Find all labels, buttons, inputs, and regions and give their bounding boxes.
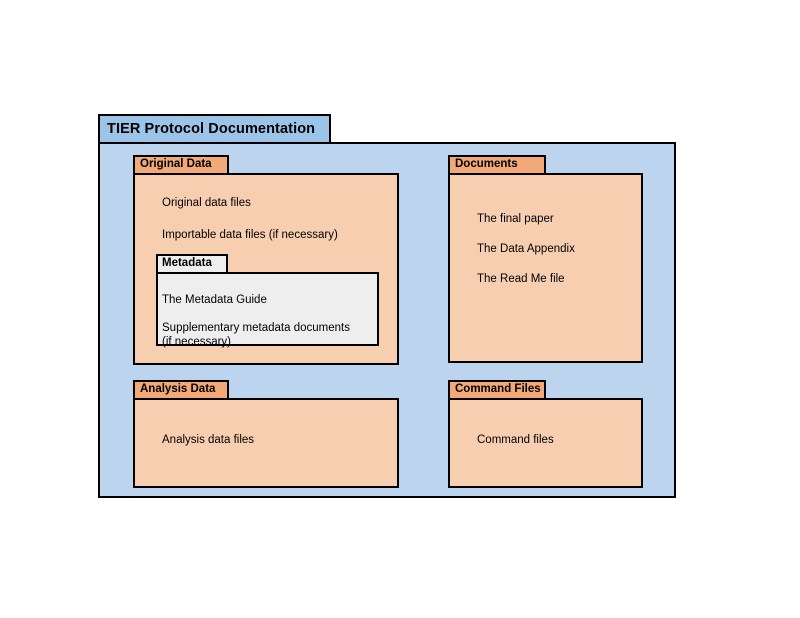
documents-panel: The final paper The Data Appendix The Re… [448, 173, 643, 363]
command-files-tab-label: Command Files [455, 383, 541, 396]
analysis-data-tab-label: Analysis Data [140, 383, 216, 396]
list-item: The Read Me file [477, 273, 565, 285]
tier-protocol-title-tab: TIER Protocol Documentation [98, 114, 331, 144]
analysis-data-tab: Analysis Data [133, 380, 229, 400]
list-item: Supplementary metadata documents (if nec… [162, 322, 350, 348]
list-item: Command files [477, 434, 554, 446]
list-item: Analysis data files [162, 434, 255, 446]
command-files-panel: Command files [448, 398, 643, 488]
list-item: The Data Appendix [477, 243, 575, 255]
metadata-panel: The Metadata Guide Supplementary metadat… [156, 272, 379, 348]
metadata-tab: Metadata [156, 254, 228, 274]
list-item: Importable data files (if necessary) [162, 229, 338, 241]
original-data-tab: Original Data [133, 155, 229, 175]
list-item: Original data files [162, 197, 251, 209]
list-item: The Metadata Guide [162, 294, 267, 306]
page-title: TIER Protocol Documentation [107, 121, 316, 137]
command-files-tab: Command Files [448, 380, 546, 400]
analysis-data-panel: Analysis data files [133, 398, 399, 488]
list-item: The final paper [477, 213, 554, 225]
metadata-tab-label: Metadata [162, 257, 212, 270]
documents-tab: Documents [448, 155, 546, 175]
documents-tab-label: Documents [455, 158, 518, 171]
original-data-tab-label: Original Data [140, 158, 212, 171]
